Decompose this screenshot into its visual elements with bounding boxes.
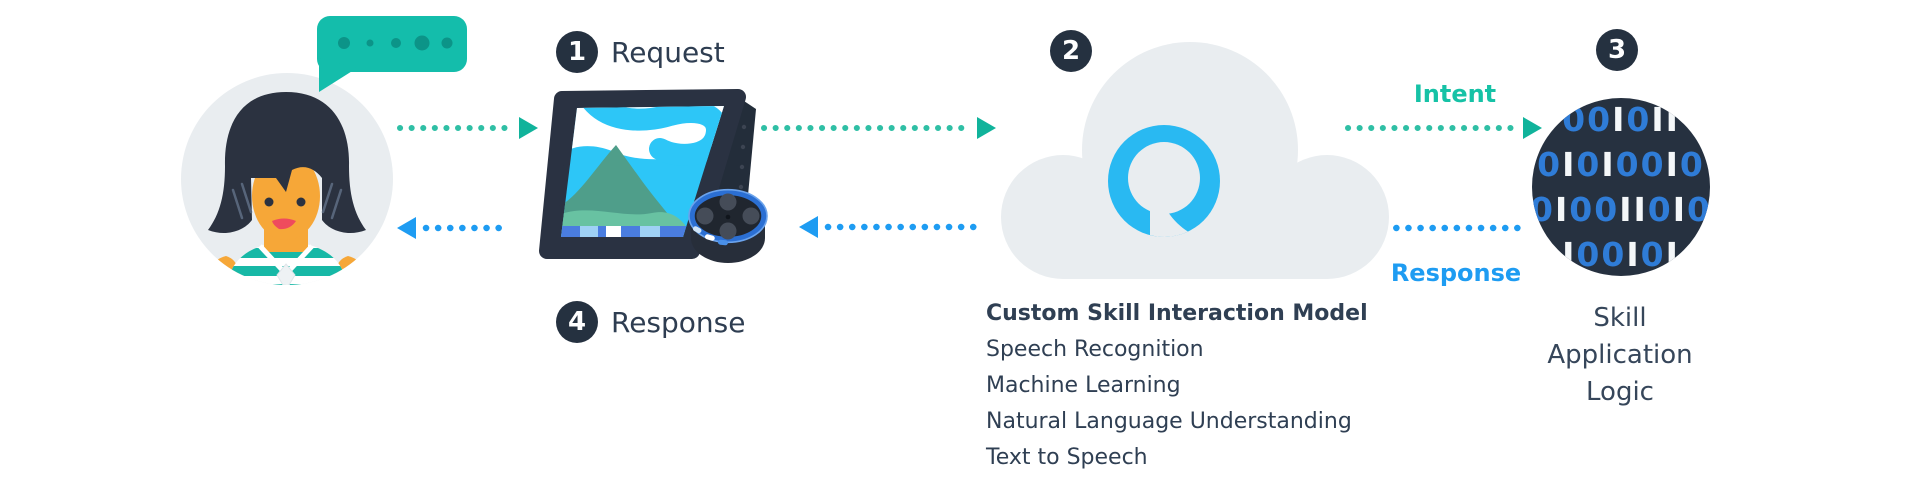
user-avatar-icon (181, 73, 393, 285)
echo-show-device-icon (539, 89, 768, 263)
request-arrow-user-to-device (397, 117, 538, 139)
intent-arrow (1345, 117, 1542, 139)
skill-caption-line: Logic (1586, 377, 1654, 407)
feature-line: Natural Language Understanding (986, 409, 1352, 434)
binary-row: 0I0I00I0 (1537, 145, 1705, 184)
step-2-number: 2 (1061, 36, 1081, 66)
speech-dots (338, 35, 453, 51)
alexa-logo-icon (1108, 125, 1220, 237)
response-arrow-cloud-to-device (799, 216, 978, 238)
feature-line: Text to Speech (986, 445, 1148, 470)
response-arrow-device-to-user (397, 217, 514, 239)
echo-dot-icon (688, 188, 768, 263)
intent-label: Intent (1413, 80, 1497, 108)
step-4-number: 4 (567, 307, 587, 337)
step-4-label: Response (611, 306, 746, 339)
response-label: Response (1390, 259, 1522, 287)
speech-bubble-icon (317, 16, 467, 92)
binary-row: 0I00II0I0 (1532, 190, 1710, 229)
cloud-feature-list: Custom Skill Interaction Model Speech Re… (986, 296, 1368, 476)
step-1-number: 1 (567, 37, 587, 67)
skill-caption: Skill Application Logic (1520, 300, 1720, 411)
step-1-label: Request (611, 36, 725, 69)
step-2-badge: 2 (1050, 30, 1092, 72)
feature-line: Speech Recognition (986, 337, 1204, 362)
alexa-cloud-icon (1001, 42, 1389, 279)
step-1-badge: 1 (556, 31, 598, 73)
feature-line: Custom Skill Interaction Model (986, 301, 1368, 326)
request-arrow-device-to-cloud (761, 117, 996, 139)
skill-caption-line: Application (1547, 340, 1693, 370)
step-3-badge: 3 (1596, 29, 1638, 71)
skill-caption-line: Skill (1593, 303, 1647, 333)
step-4-badge: 4 (556, 301, 598, 343)
feature-line: Machine Learning (986, 373, 1181, 398)
step-3-number: 3 (1607, 35, 1627, 65)
